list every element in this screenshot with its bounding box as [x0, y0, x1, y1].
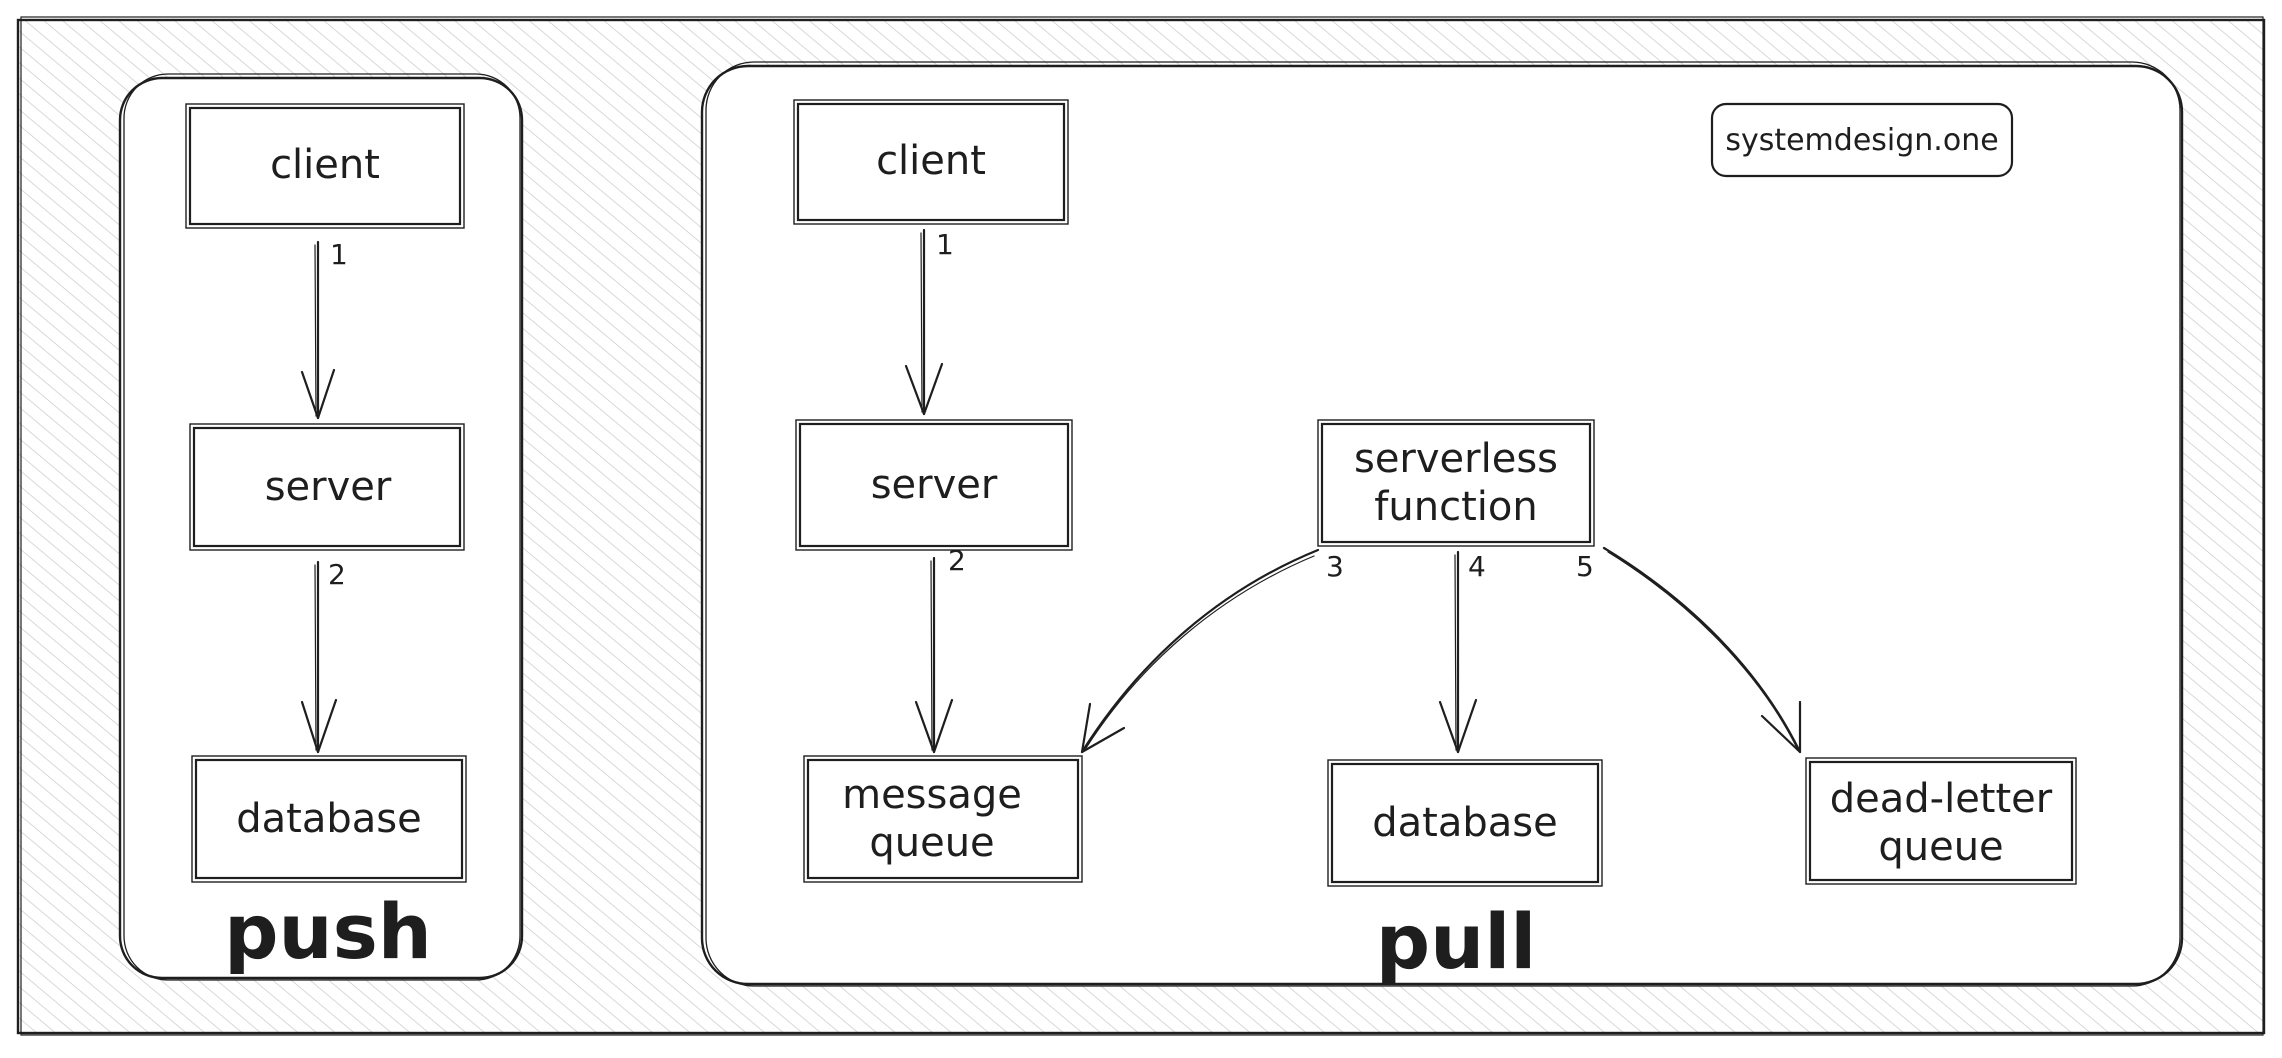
push-server-label: server	[265, 464, 392, 510]
pull-message-queue-box: message queue	[803, 755, 1083, 883]
pull-step-2: 2	[948, 544, 966, 577]
message-queue-label-line1: message	[842, 772, 1022, 818]
pull-arrow-client-server	[904, 228, 944, 416]
push-arrow-server-database	[300, 560, 338, 754]
pull-arrow-function-database	[1438, 550, 1478, 754]
pull-arrow-function-deadletter	[1602, 546, 1802, 754]
dead-letter-queue-label-line1: dead-letter	[1830, 776, 2053, 822]
pull-arrow-server-queue	[914, 556, 954, 754]
serverless-function-box: serverless function	[1317, 419, 1595, 547]
push-client-label: client	[270, 142, 380, 188]
pull-server-box: server	[795, 419, 1073, 551]
pull-client-label: client	[876, 138, 986, 184]
serverless-function-label-line2: function	[1374, 484, 1537, 530]
push-database-box: database	[191, 755, 467, 883]
serverless-function-label-line1: serverless	[1354, 436, 1558, 482]
pull-database-box: database	[1327, 759, 1603, 887]
pull-arrow-function-queue	[1080, 548, 1320, 754]
pull-client-box: client	[793, 99, 1069, 225]
pull-server-label: server	[871, 462, 998, 508]
push-step-2: 2	[328, 558, 346, 591]
message-queue-label-line2: queue	[869, 820, 994, 866]
push-arrow-client-server	[300, 240, 336, 420]
push-database-label: database	[236, 796, 421, 842]
pull-step-4: 4	[1468, 550, 1486, 583]
push-step-1: 1	[330, 238, 348, 271]
pull-title: pull	[1376, 897, 1537, 986]
pull-step-1: 1	[936, 228, 954, 261]
brand-label: systemdesign.one	[1725, 123, 1998, 158]
pull-database-label: database	[1372, 800, 1557, 846]
pull-step-5: 5	[1576, 550, 1594, 583]
dead-letter-queue-box: dead-letter queue	[1805, 757, 2077, 885]
dead-letter-queue-label-line2: queue	[1878, 824, 2003, 870]
push-server-box: server	[189, 423, 465, 551]
push-title: push	[224, 887, 432, 976]
push-client-box: client	[185, 103, 465, 229]
brand-badge: systemdesign.one	[1710, 102, 2014, 178]
pull-step-3: 3	[1326, 550, 1344, 583]
